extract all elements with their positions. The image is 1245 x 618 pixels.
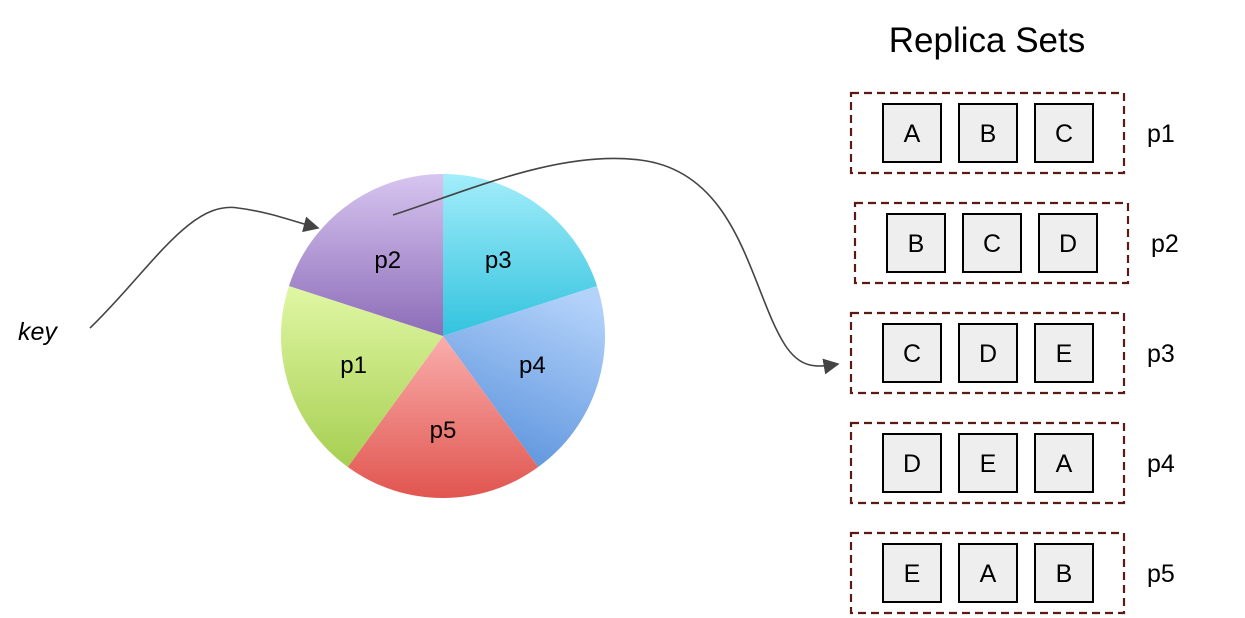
replica-node-p4-A xyxy=(1034,433,1094,493)
replica-node-p2-C xyxy=(962,213,1022,273)
ring-label-p2: p2 xyxy=(374,247,401,274)
replica-set-label-p4: p4 xyxy=(1147,450,1175,478)
ring-slice-p1 xyxy=(281,285,443,468)
replica-node-p3-C xyxy=(882,323,942,383)
replica-node-label: E xyxy=(1056,340,1073,368)
ring-label-p4: p4 xyxy=(519,352,546,379)
replica-node-label: B xyxy=(1056,560,1073,588)
replica-set-label-p2: p2 xyxy=(1151,230,1179,258)
ring-label-p3: p3 xyxy=(485,247,512,274)
replica-node-p4-D xyxy=(882,433,942,493)
key-to-p3-arrow xyxy=(89,206,320,329)
ring-slice-p4 xyxy=(443,285,605,468)
replica-set-border xyxy=(849,311,1126,395)
replica-set-label-p1: p1 xyxy=(1147,120,1175,148)
replica-node-label: B xyxy=(980,120,997,148)
replica-node-label: C xyxy=(903,340,921,368)
replica-node-label: B xyxy=(908,230,925,258)
replica-node-label: A xyxy=(1056,450,1073,478)
replica-node-label: C xyxy=(983,230,1001,258)
replica-set-border xyxy=(849,421,1126,505)
replica-node-p1-A xyxy=(882,103,942,163)
replica-node-label: D xyxy=(903,450,921,478)
replica-node-label: C xyxy=(1055,120,1073,148)
replica-node-p3-E xyxy=(1034,323,1094,383)
ring-label-p5: p5 xyxy=(430,417,457,444)
ring-slice-p5 xyxy=(347,336,539,499)
replica-node-p1-B xyxy=(958,103,1018,163)
replica-sets-title: Replica Sets xyxy=(889,21,1085,60)
replica-node-p5-E xyxy=(882,543,942,603)
ring-slice-p2 xyxy=(288,174,443,336)
replica-node-label: D xyxy=(1059,230,1077,258)
replica-node-p2-B xyxy=(886,213,946,273)
replica-set-border xyxy=(849,91,1126,175)
replica-node-p2-D xyxy=(1038,213,1098,273)
replica-node-label: D xyxy=(979,340,997,368)
replica-set-border xyxy=(849,531,1126,615)
replica-node-p3-D xyxy=(958,323,1018,383)
replica-set-label-p5: p5 xyxy=(1147,560,1175,588)
replica-node-label: E xyxy=(904,560,921,588)
partition-ring: p3 p4 p5 p1 p2 xyxy=(281,174,605,499)
replica-set-label-p3: p3 xyxy=(1147,340,1175,368)
replica-node-label: E xyxy=(980,450,997,478)
replica-node-p5-B xyxy=(1034,543,1094,603)
replica-node-p4-E xyxy=(958,433,1018,493)
replica-node-label: A xyxy=(904,120,921,148)
p3-to-replica-set-arrow xyxy=(392,157,840,375)
replica-node-p1-C xyxy=(1034,103,1094,163)
replica-node-label: A xyxy=(980,560,997,588)
replica-set-border xyxy=(853,201,1130,285)
key-label: key xyxy=(18,318,58,346)
ring-slice-p3 xyxy=(443,174,598,336)
ring-label-p1: p1 xyxy=(340,352,367,379)
replica-node-p5-A xyxy=(958,543,1018,603)
